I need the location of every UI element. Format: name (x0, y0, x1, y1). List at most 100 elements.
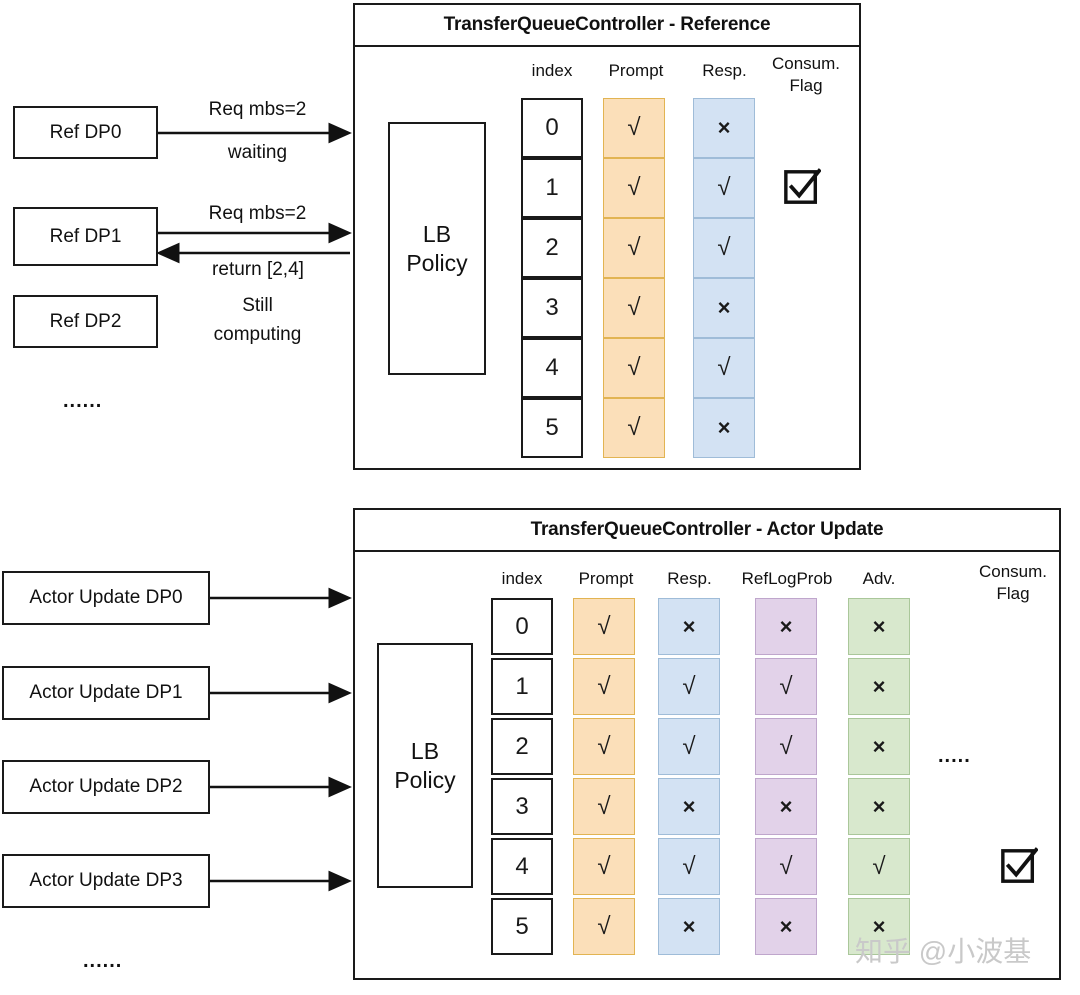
prompt-cell: √ (573, 598, 635, 655)
column-header-reflogprob: RefLogProb (741, 569, 833, 588)
producer-box-ref-dp0[interactable]: Ref DP0 (13, 106, 158, 159)
column-header-index: index (531, 61, 573, 80)
index-cell: 2 (491, 718, 553, 775)
status-mark: × (779, 913, 793, 939)
producer-label: Actor Update DP3 (29, 870, 183, 891)
prompt-cell: √ (573, 718, 635, 775)
prompt-cell: √ (573, 838, 635, 895)
column-header-adv: Adv. (862, 569, 896, 588)
status-mark: × (717, 415, 731, 440)
panel2-title: TransferQueueController - Actor Update (355, 510, 1059, 552)
status-mark: √ (682, 672, 696, 700)
index-cell: 4 (491, 838, 553, 895)
status-mark: √ (627, 114, 641, 141)
producer-box-actor-update-dp1[interactable]: Actor Update DP1 (2, 666, 210, 720)
resp-cell: × (693, 398, 755, 458)
producer-box-actor-update-dp0[interactable]: Actor Update DP0 (2, 571, 210, 625)
status-mark: √ (627, 174, 641, 201)
index-cell: 5 (491, 898, 553, 955)
annotation-dp0-request: Req mbs=2 (208, 99, 307, 120)
status-mark: √ (872, 852, 886, 880)
consumption-flag-checkbox-icon[interactable] (1000, 847, 1038, 885)
status-mark: √ (717, 174, 731, 201)
watermark-text: 知乎 @小波基 (855, 936, 1032, 967)
producer-label: Actor Update DP1 (29, 682, 183, 703)
reflogprob-cell: × (755, 898, 817, 955)
status-mark: √ (717, 234, 731, 261)
status-mark: √ (682, 732, 696, 760)
status-mark: √ (682, 852, 696, 880)
status-mark: √ (627, 234, 641, 261)
panel1-title: TransferQueueController - Reference (355, 5, 859, 47)
adv-cell: × (848, 658, 910, 715)
status-mark: × (779, 613, 793, 639)
status-mark: √ (779, 732, 793, 760)
status-mark: √ (597, 912, 611, 940)
status-mark: × (682, 913, 696, 939)
resp-cell: √ (693, 158, 755, 218)
producer-box-actor-update-dp2[interactable]: Actor Update DP2 (2, 760, 210, 814)
reflogprob-cell: √ (755, 718, 817, 775)
producer-box-ref-dp1[interactable]: Ref DP1 (13, 207, 158, 266)
resp-cell: × (658, 898, 720, 955)
status-mark: × (872, 613, 886, 639)
annotation-dp1-request: Req mbs=2 (208, 203, 307, 224)
producer-label: Actor Update DP2 (29, 776, 183, 797)
prompt-cell: √ (603, 218, 665, 278)
adv-cell: × (848, 778, 910, 835)
column-header-consum-flag-line2: Flag (789, 76, 823, 95)
panel2-column-ellipsis: ..... (938, 745, 971, 767)
adv-cell: × (848, 898, 910, 955)
prompt-cell: √ (573, 898, 635, 955)
column-header-resp: Resp. (667, 569, 712, 588)
lb-policy-line2: Policy (394, 766, 456, 793)
producer-label: Actor Update DP0 (29, 587, 183, 608)
status-mark: × (682, 793, 696, 819)
annotation-dp2-status-line1: Still (242, 295, 273, 316)
resp-cell: × (658, 778, 720, 835)
lb-policy-box-actor-update[interactable]: LB Policy (377, 643, 473, 888)
resp-cell: × (693, 98, 755, 158)
prompt-cell: √ (603, 158, 665, 218)
status-mark: √ (597, 852, 611, 880)
prompt-cell: √ (573, 778, 635, 835)
annotation-dp1-return: return [2,4] (212, 259, 304, 280)
status-mark: √ (627, 414, 641, 441)
index-cell: 0 (521, 98, 583, 158)
resp-cell: × (658, 598, 720, 655)
status-mark: × (717, 295, 731, 320)
prompt-cell: √ (603, 338, 665, 398)
column-header-consum-flag-line1: Consum. (771, 54, 841, 73)
prompt-cell: √ (603, 278, 665, 338)
producer-box-ref-dp2[interactable]: Ref DP2 (13, 295, 158, 348)
column-header-consum-flag-line1: Consum. (978, 562, 1048, 581)
prompt-cell: √ (603, 98, 665, 158)
status-mark: √ (717, 354, 731, 381)
adv-cell: √ (848, 838, 910, 895)
status-mark: × (872, 733, 886, 759)
index-cell: 1 (491, 658, 553, 715)
index-cell: 3 (491, 778, 553, 835)
resp-cell: √ (658, 658, 720, 715)
resp-cell: √ (693, 338, 755, 398)
producer-box-actor-update-dp3[interactable]: Actor Update DP3 (2, 854, 210, 908)
resp-cell: × (693, 278, 755, 338)
index-cell: 2 (521, 218, 583, 278)
lb-policy-box-reference[interactable]: LB Policy (388, 122, 486, 375)
annotation-dp2-status-line2: computing (213, 324, 302, 345)
index-cell: 0 (491, 598, 553, 655)
reflogprob-cell: √ (755, 838, 817, 895)
status-mark: √ (597, 672, 611, 700)
status-mark: × (717, 115, 731, 140)
resp-cell: √ (693, 218, 755, 278)
adv-cell: × (848, 598, 910, 655)
lb-policy-line2: Policy (406, 249, 468, 276)
panel1-producer-ellipsis: ...... (63, 390, 103, 412)
resp-cell: √ (658, 838, 720, 895)
index-cell: 3 (521, 278, 583, 338)
consumption-flag-checkbox-icon[interactable] (783, 168, 821, 206)
reflogprob-cell: × (755, 778, 817, 835)
status-mark: × (872, 673, 886, 699)
status-mark: × (779, 793, 793, 819)
panel2-producer-ellipsis: ...... (83, 950, 123, 972)
